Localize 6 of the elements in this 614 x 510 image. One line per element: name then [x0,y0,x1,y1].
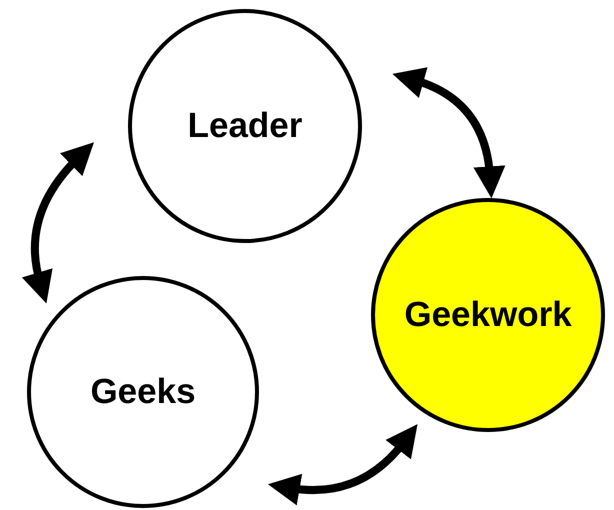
node-label: Geekwork [404,294,572,336]
node-label: Leader [188,105,302,148]
double-arrow [22,142,94,304]
double-arrow [268,424,418,506]
node-label: Geeks [90,371,196,414]
double-arrow [392,68,505,198]
